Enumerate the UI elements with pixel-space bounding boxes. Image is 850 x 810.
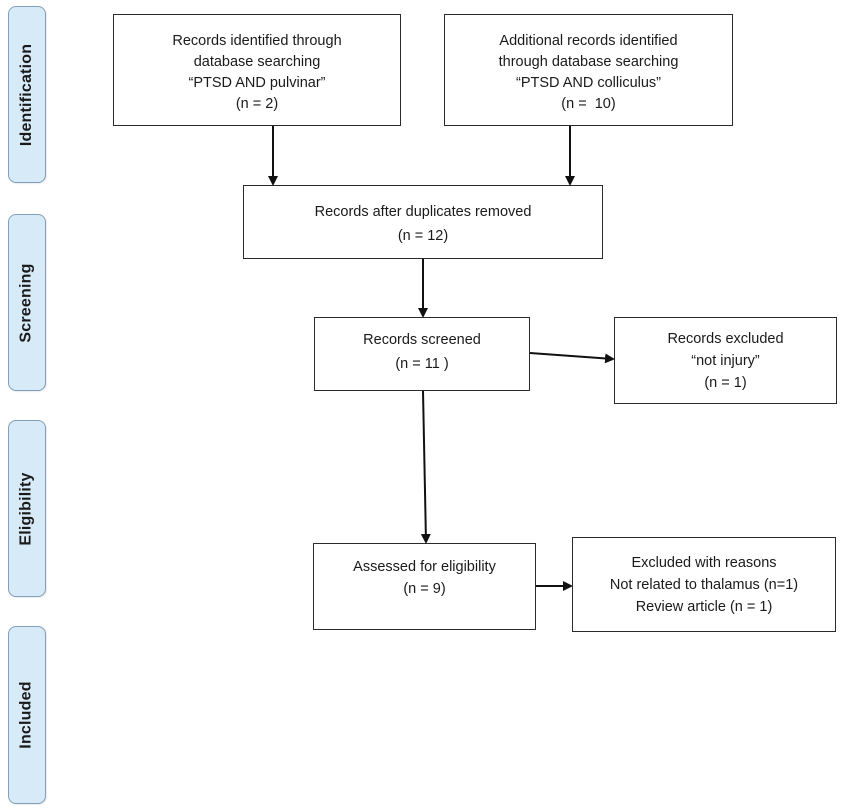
box-text-line: Records after duplicates removed [314,204,532,220]
phase-screening-label: Screening [18,262,36,343]
box-text-line: Not related to thalamus (n=1) [609,577,799,593]
box-text-line: database searching [193,54,321,70]
box-count: (n = 1) [704,375,747,391]
phase-screening: Screening [8,214,46,391]
box-records-identified-colliculus: Additional records identified through da… [444,14,733,126]
box-records-after-duplicates-removed: Records after duplicates removed (n = 12… [243,185,603,259]
box-assessed-for-eligibility: Assessed for eligibility (n = 9) [313,543,536,630]
box-text-line: Records identified through [172,33,342,49]
box-text-line: Records excluded [667,331,784,347]
phase-identification: Identification [8,6,46,183]
box-text-line: Assessed for eligibility [353,559,496,575]
box-text-line: “PTSD AND colliculus” [515,75,662,91]
box-text-line: through database searching [498,54,679,70]
arrow-screened-to-eligibility [420,390,431,544]
box-text-line: Review article (n = 1) [635,599,773,615]
box-count: (n = 11 ) [395,356,449,372]
box-count: (n = 10) [561,96,616,112]
box-text-line: “PTSD AND pulvinar” [188,75,326,91]
phase-eligibility: Eligibility [8,420,46,597]
box-count: (n = 2) [235,96,279,112]
arrow-screened-to-excluded [529,352,615,364]
box-records-excluded: Records excluded “not injury” (n = 1) [614,317,837,404]
box-records-screened: Records screened (n = 11 ) [314,317,530,391]
phase-identification-label: Identification [18,43,36,146]
box-text-line: “not injury” [691,353,760,369]
box-text-line: Excluded with reasons [631,555,777,571]
box-count: (n = 9) [403,581,446,597]
box-excluded-with-reasons: Excluded with reasons Not related to tha… [572,537,836,632]
box-records-identified-pulvinar: Records identified through database sear… [113,14,401,126]
phase-included-label: Included [18,681,36,749]
phase-included: Included [8,626,46,804]
box-text-line: Additional records identified [499,33,678,49]
box-text-line: Records screened [363,332,481,348]
phase-eligibility-label: Eligibility [18,471,36,546]
box-count: (n = 12) [397,228,449,244]
